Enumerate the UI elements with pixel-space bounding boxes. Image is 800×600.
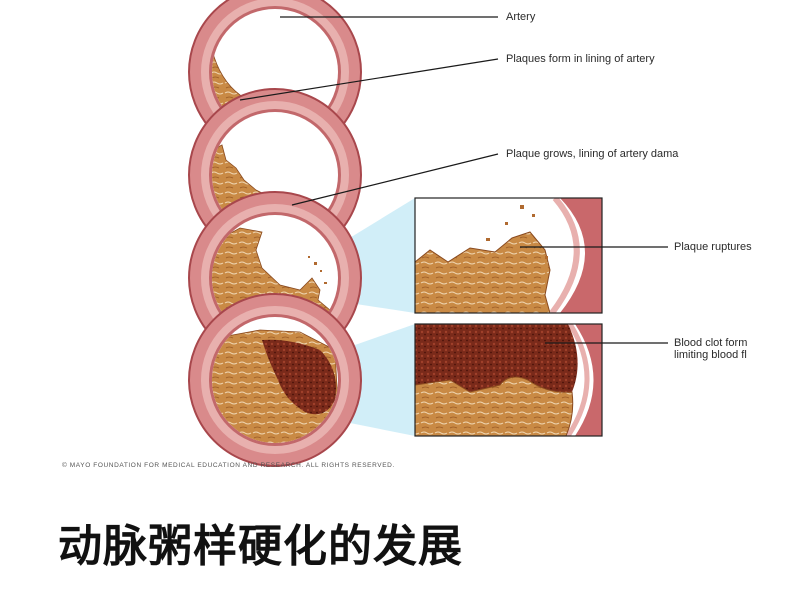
leader-lines	[239, 16, 668, 344]
label-plaque-grows: Plaque grows, lining of artery dama	[506, 148, 679, 160]
label-blood-clot-line1: Blood clot form	[674, 337, 748, 349]
zoom-panel-blood-clot	[414, 323, 603, 437]
label-plaque-ruptures: Plaque ruptures	[674, 241, 752, 253]
label-blood-clot-line2: limiting blood fl	[674, 349, 747, 361]
label-plaques-form: Plaques form in lining of artery	[506, 53, 655, 65]
copyright-notice: © MAYO FOUNDATION FOR MEDICAL EDUCATION …	[62, 462, 395, 469]
artery-stage-4	[188, 293, 362, 467]
page-title: 动脉粥样硬化的发展	[58, 521, 463, 572]
zoom-panel-plaque-rupture	[414, 197, 603, 314]
label-artery: Artery	[506, 11, 536, 23]
